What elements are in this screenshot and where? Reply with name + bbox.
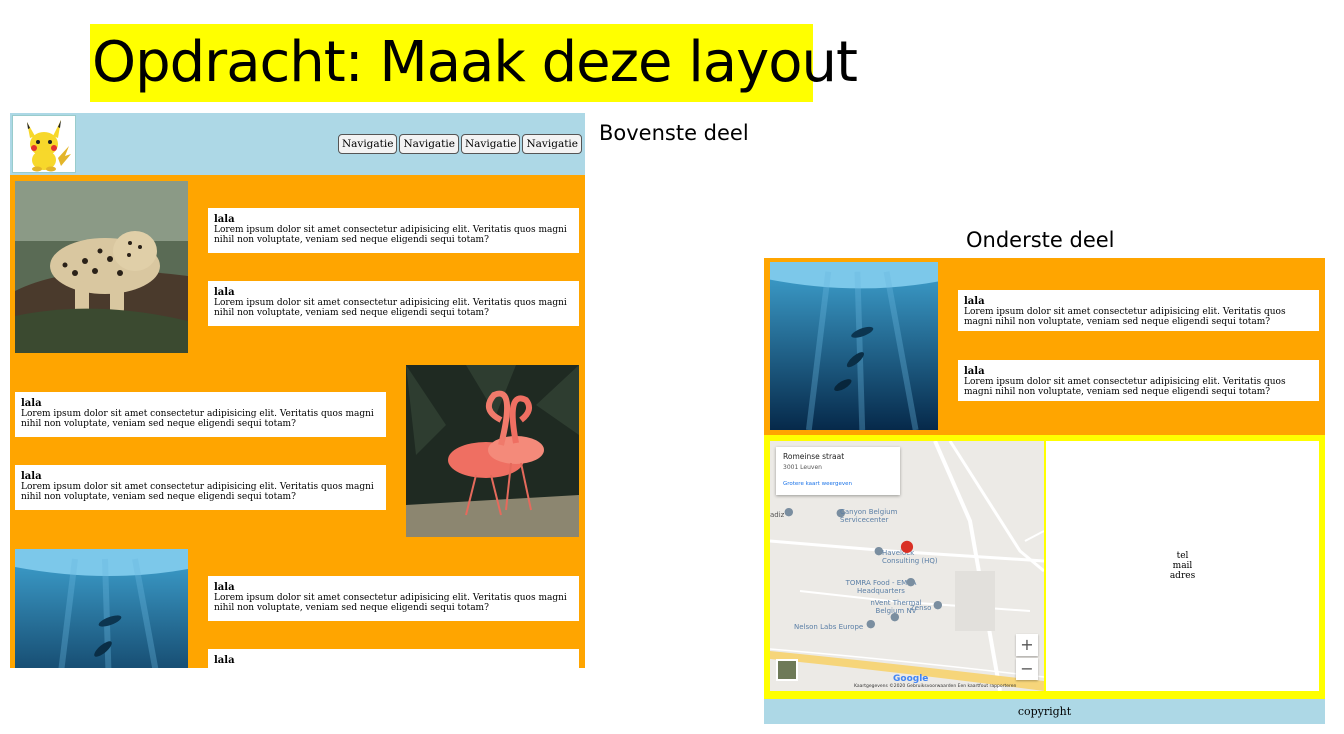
- card-title: lala: [21, 398, 42, 409]
- map-pin-icon: ●: [906, 575, 916, 588]
- flamingo-image: [406, 365, 579, 537]
- map-place-name: Romeinse straat: [783, 452, 845, 461]
- contact-tel: tel: [1176, 551, 1189, 561]
- content-card: lala Lorem ipsum dolor sit amet consecte…: [958, 290, 1319, 331]
- google-map-embed[interactable]: Romeinse straat 3001 Leuven Grotere kaar…: [770, 441, 1044, 691]
- map-pin-icon: ●: [933, 598, 943, 611]
- layout-bottom-preview: lala Lorem ipsum dolor sit amet consecte…: [764, 258, 1325, 724]
- nav-button-3[interactable]: Navigatie: [460, 134, 521, 154]
- map-label: Havelock Consulting (HQ): [882, 549, 938, 565]
- satellite-toggle[interactable]: [776, 659, 798, 681]
- map-label: Zenso: [910, 604, 932, 612]
- map-place-address: 3001 Leuven: [783, 464, 822, 471]
- map-label: Canyon Belgium Servicecenter: [840, 508, 898, 524]
- nav-button-2[interactable]: Navigatie: [399, 134, 459, 154]
- content-card: lala Lorem ipsum dolor sit amet consecte…: [208, 208, 579, 253]
- map-place-card: Romeinse straat 3001 Leuven Grotere kaar…: [776, 447, 900, 495]
- bottom-content: lala Lorem ipsum dolor sit amet consecte…: [764, 258, 1325, 435]
- contact-info: tel mail adres: [1046, 441, 1319, 691]
- map-zoom-out-button[interactable]: −: [1016, 658, 1038, 680]
- copyright-footer: copyright: [764, 699, 1325, 724]
- content-card: lala Lorem ipsum dolor sit amet consecte…: [208, 576, 579, 621]
- map-pin-icon: ●: [836, 506, 846, 519]
- map-pin-icon: ●: [784, 505, 794, 518]
- map-label: nVent Thermal Belgium NV: [870, 599, 922, 615]
- card-text: Lorem ipsum dolor sit amet consectetur a…: [964, 307, 1286, 327]
- footer-section: Romeinse straat 3001 Leuven Grotere kaar…: [764, 435, 1325, 699]
- content-card: lala Lorem ipsum dolor sit amet consecte…: [208, 281, 579, 326]
- dolphin-image: [15, 549, 188, 668]
- larger-map-link[interactable]: Grotere kaart weergeven: [783, 481, 853, 487]
- card-title: lala: [214, 582, 235, 593]
- dolphin-image: [770, 262, 938, 430]
- main-content: lala Lorem ipsum dolor sit amet consecte…: [10, 175, 585, 668]
- map-label: TOMRA Food - EMEA Headquarters: [845, 579, 917, 595]
- map-label: adiz: [770, 511, 785, 519]
- leopard-image: [15, 181, 188, 353]
- card-title: lala: [964, 296, 985, 307]
- nav-button-4[interactable]: Navigatie: [522, 134, 582, 154]
- caption-bottom: Onderste deel: [966, 228, 1115, 252]
- map-pin-icon: ●: [866, 617, 876, 630]
- map-zoom-in-button[interactable]: +: [1016, 634, 1038, 656]
- slide-title: Opdracht: Maak deze layout: [90, 24, 858, 102]
- map-pin-icon: ●: [874, 544, 884, 557]
- contact-address: adres: [1169, 571, 1196, 581]
- caption-top: Bovenste deel: [599, 121, 749, 145]
- card-text: Lorem ipsum dolor sit amet consectetur a…: [214, 593, 567, 613]
- card-text: Lorem ipsum dolor sit amet consectetur a…: [21, 409, 374, 429]
- map-label: Nelson Labs Europe: [794, 623, 864, 631]
- content-card: lala: [208, 649, 579, 668]
- card-text: Lorem ipsum dolor sit amet consectetur a…: [214, 298, 567, 318]
- card-title: lala: [21, 471, 42, 482]
- map-footer: Kaartgegevens ©2020 Gebruiksvoorwaarden …: [854, 684, 1017, 689]
- site-header: Navigatie Navigatie Navigatie Navigatie: [10, 113, 585, 175]
- contact-mail: mail: [1172, 561, 1193, 571]
- card-title: lala: [214, 655, 235, 666]
- pikachu-logo-icon[interactable]: [12, 115, 76, 173]
- google-logo: Google: [893, 674, 929, 684]
- card-title: lala: [964, 366, 985, 377]
- card-title: lala: [214, 214, 235, 225]
- layout-top-preview: Navigatie Navigatie Navigatie Navigatie: [10, 113, 585, 668]
- map-pin-icon: ●: [890, 610, 900, 623]
- card-title: lala: [214, 287, 235, 298]
- content-card: lala Lorem ipsum dolor sit amet consecte…: [958, 360, 1319, 401]
- map-marker-icon[interactable]: ●: [900, 536, 914, 555]
- nav-button-1[interactable]: Navigatie: [337, 134, 398, 154]
- navigation-bar: Navigatie Navigatie Navigatie Navigatie: [337, 134, 582, 154]
- content-card: lala Lorem ipsum dolor sit amet consecte…: [15, 465, 386, 510]
- content-card: lala Lorem ipsum dolor sit amet consecte…: [15, 392, 386, 437]
- card-text: Lorem ipsum dolor sit amet consectetur a…: [21, 482, 374, 502]
- card-text: Lorem ipsum dolor sit amet consectetur a…: [964, 377, 1286, 397]
- card-text: Lorem ipsum dolor sit amet consectetur a…: [214, 225, 567, 245]
